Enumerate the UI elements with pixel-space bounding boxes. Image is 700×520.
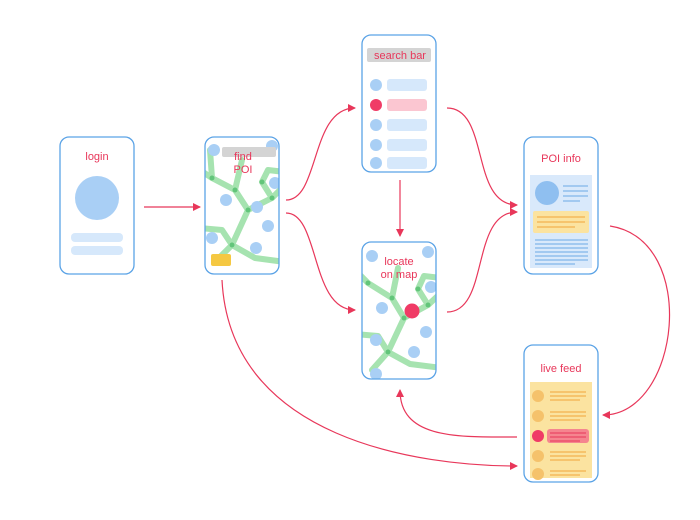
selected-marker — [211, 254, 231, 266]
selected-result — [387, 99, 427, 111]
map-area — [362, 246, 436, 379]
screen-label-find-line1: find — [234, 151, 252, 163]
results-list — [370, 79, 427, 169]
poi-photo — [535, 181, 559, 205]
screen-label-search: search bar — [374, 50, 426, 62]
selected-result-dot — [370, 99, 382, 111]
arrow-find-to-search — [285, 104, 356, 201]
screen-label-locate-line1: locate — [384, 256, 413, 268]
phone-frame — [361, 241, 437, 380]
search-field — [222, 147, 276, 157]
selected-feed-dot — [532, 430, 544, 442]
search-bar — [367, 48, 431, 62]
avatar-icon — [75, 176, 119, 220]
feed-list — [532, 390, 589, 480]
map-area — [205, 140, 279, 266]
screen-login: login — [59, 136, 135, 275]
arrow-info-to-feed — [602, 225, 671, 419]
arrow-feed-to-locate — [396, 389, 518, 438]
map-marker-icon — [404, 303, 420, 319]
arrow-locate-to-info — [446, 208, 518, 313]
password-field — [71, 246, 123, 255]
screen-label-login: login — [85, 151, 108, 163]
arrow-find-to-locate — [285, 212, 356, 314]
screen-find-poi: find POI — [204, 136, 280, 275]
poi-dot-icon — [366, 246, 436, 379]
screen-label-live-feed: live feed — [541, 363, 582, 375]
screen-live-feed: live feed — [523, 344, 599, 483]
screen-search: search bar — [361, 34, 437, 173]
arrow-search-to-info — [446, 107, 518, 209]
arrow-find-to-feed — [221, 279, 518, 470]
username-field — [71, 233, 123, 242]
screen-label-locate-line2: on map — [381, 269, 418, 281]
phone-frame — [204, 136, 280, 275]
screen-poi-info: POI info — [523, 136, 599, 275]
screen-locate: locate on map — [361, 241, 437, 380]
flow-arrows — [144, 104, 671, 470]
screen-label-poi-info: POI info — [541, 153, 581, 165]
screen-label-find-line2: POI — [234, 164, 253, 176]
